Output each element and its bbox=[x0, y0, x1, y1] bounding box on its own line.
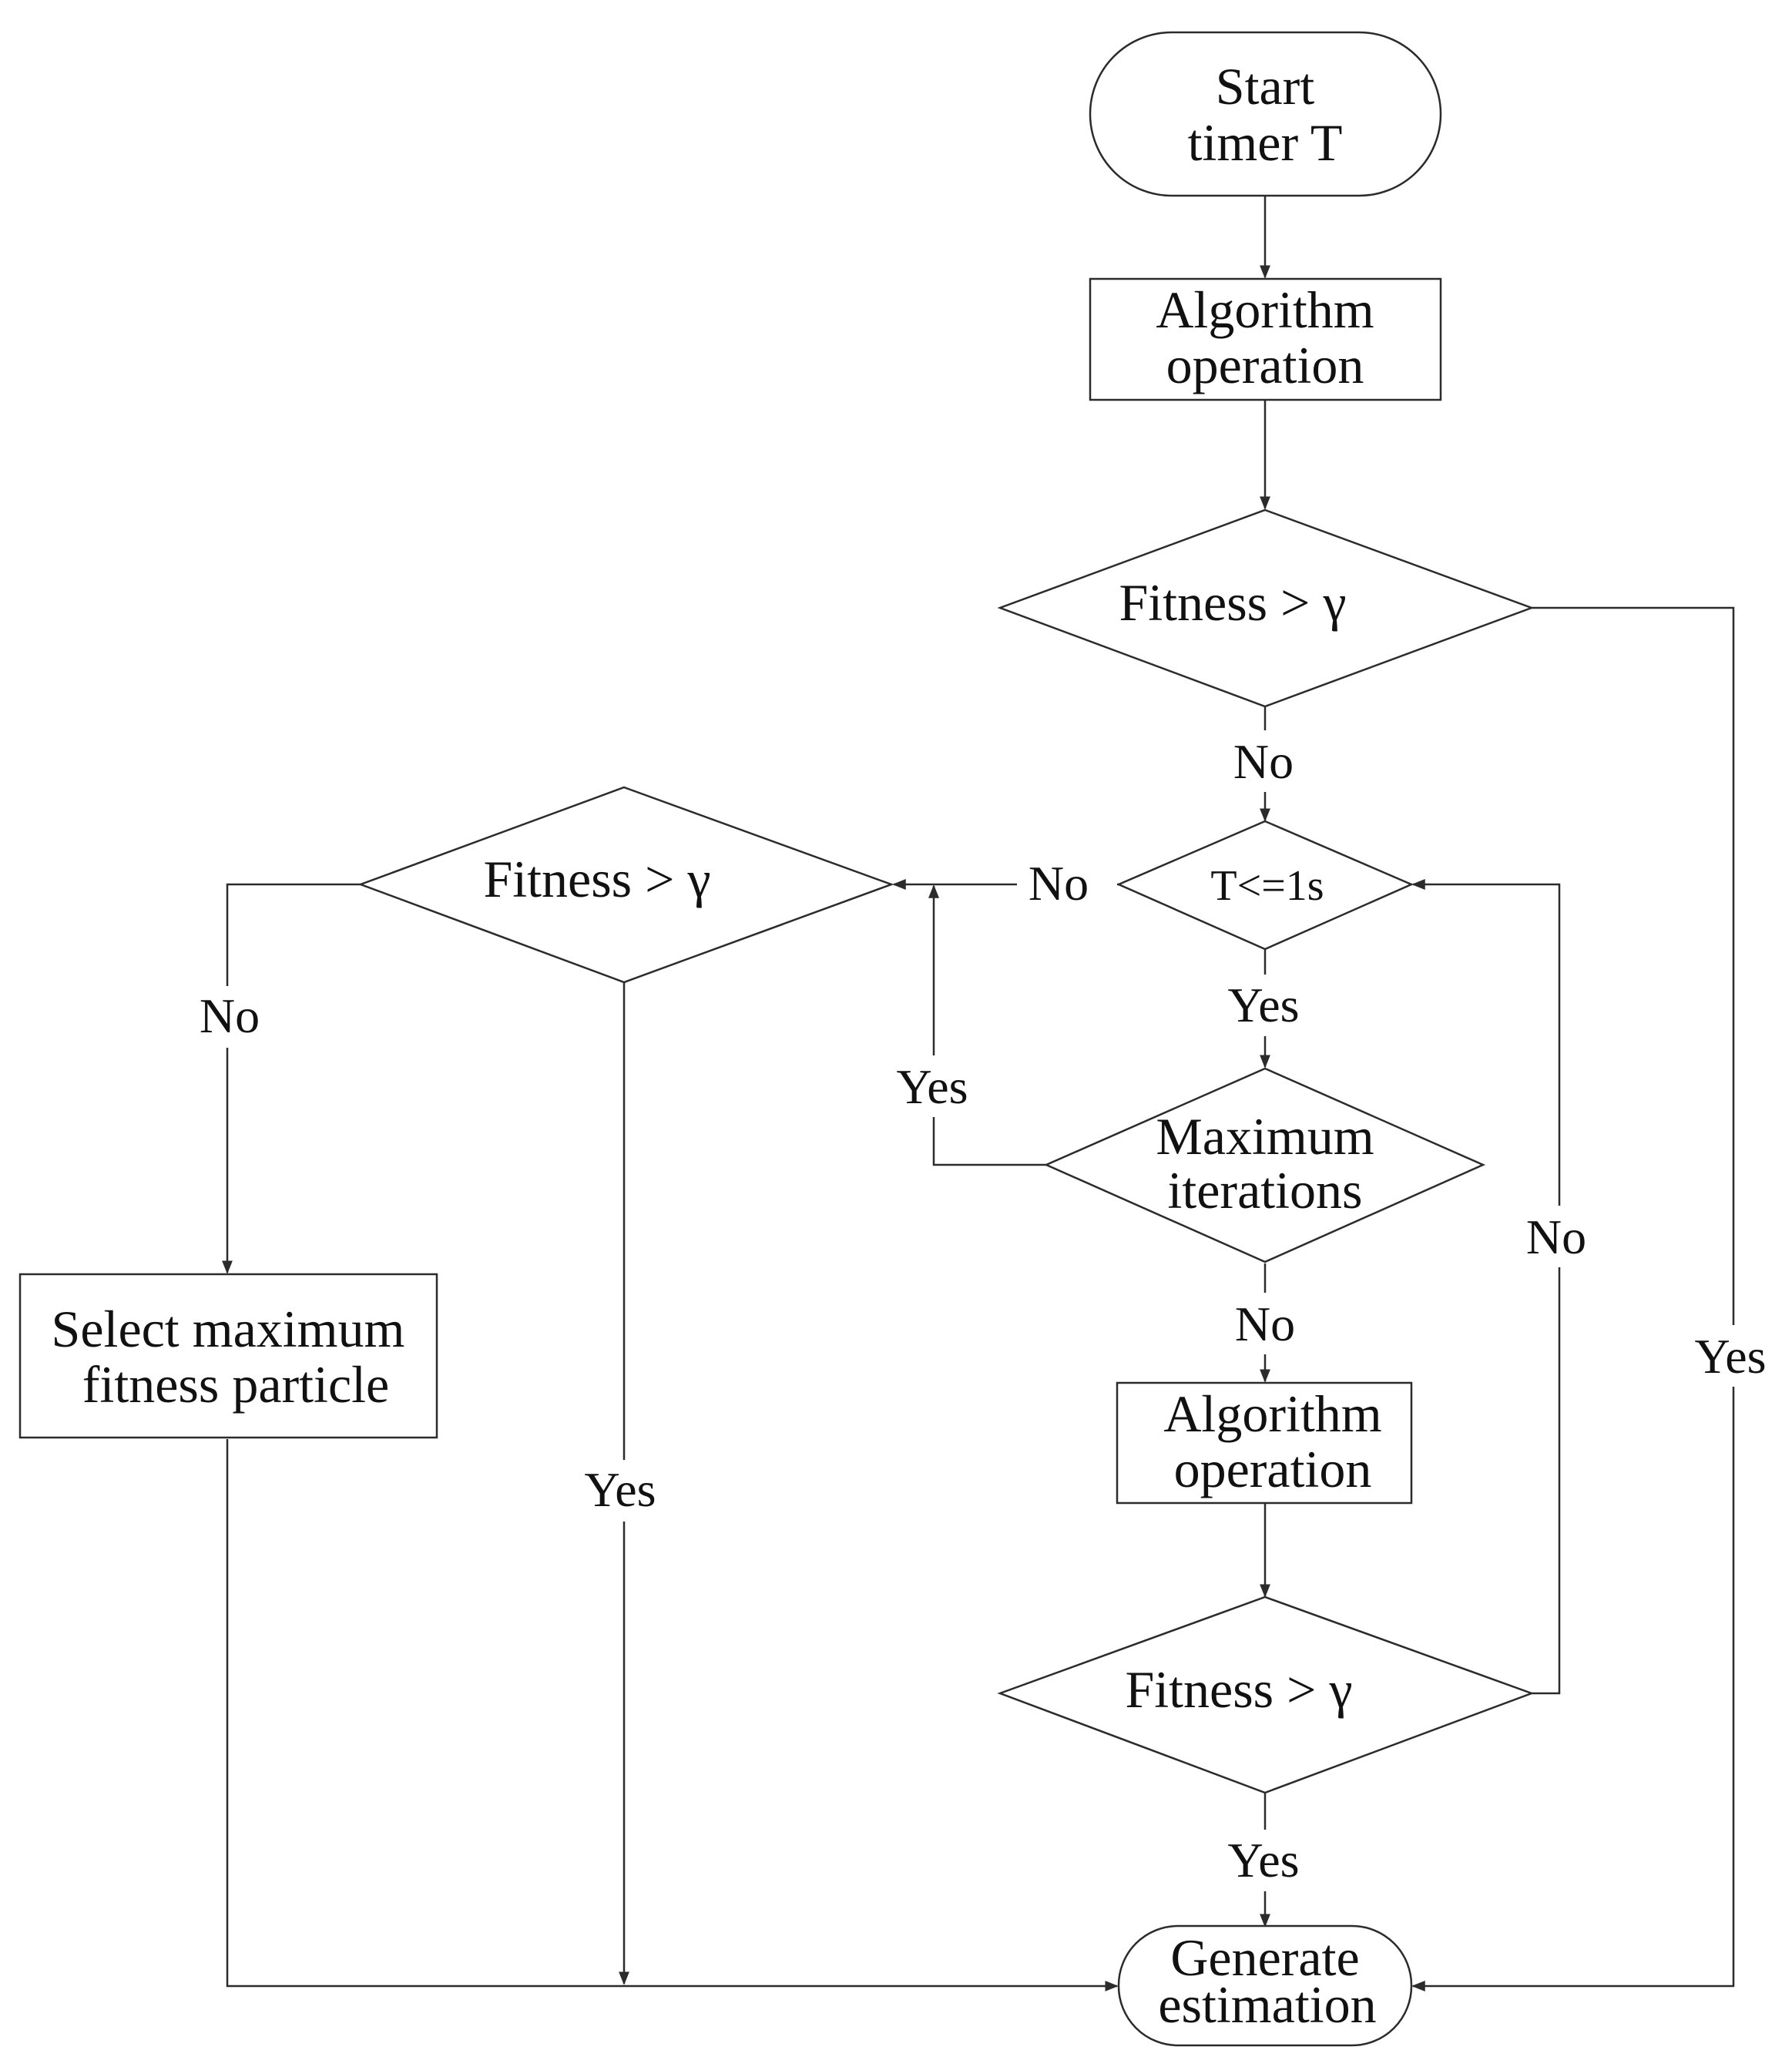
connector-fitness-bottom-no bbox=[1411, 879, 1561, 1695]
edge-label-fitness-bottom-yes: Yes bbox=[1227, 1833, 1299, 1887]
edge-label-timer-no: No bbox=[1029, 856, 1089, 911]
fitness-top-label: Fitness > γ bbox=[1119, 573, 1346, 632]
edge-labels: No Yes No Yes Yes No No Yes No Yes bbox=[181, 730, 1784, 1891]
fitness-bottom-label: Fitness > γ bbox=[1125, 1660, 1352, 1719]
node-maximum-iterations: Maximum iterations bbox=[1043, 1067, 1486, 1263]
start-timer-line2: timer T bbox=[1188, 113, 1343, 172]
node-fitness-decision-left: Fitness > γ bbox=[357, 786, 894, 984]
algorithm-top-line2: operation bbox=[1166, 336, 1364, 394]
algorithm-mid-line1: Algorithm bbox=[1163, 1384, 1381, 1443]
edge-label-timer-yes: Yes bbox=[1227, 978, 1299, 1032]
algorithm-mid-line2: operation bbox=[1174, 1440, 1372, 1498]
node-fitness-decision-bottom: Fitness > γ bbox=[997, 1595, 1535, 1794]
max-iterations-line1: Maximum bbox=[1156, 1107, 1374, 1166]
connector-fitness-top-yes bbox=[1411, 606, 1735, 1991]
connector-select-max-to-generate bbox=[226, 1439, 1119, 1991]
node-select-maximum-fitness: Select maximum fitness particle bbox=[18, 1273, 438, 1439]
node-generate-estimation: Generate estimation bbox=[1117, 1924, 1413, 2047]
edge-label-max-iterations-no: No bbox=[1235, 1297, 1295, 1351]
select-max-line1: Select maximum bbox=[52, 1300, 405, 1358]
connector-max-iterations-yes bbox=[928, 884, 1046, 1166]
node-algorithm-operation-top: Algorithm operation bbox=[1089, 277, 1442, 401]
edge-label-fitness-left-no: No bbox=[200, 988, 260, 1043]
node-algorithm-operation-mid: Algorithm operation bbox=[1116, 1381, 1413, 1505]
max-iterations-line2: iterations bbox=[1167, 1161, 1362, 1220]
edge-label-fitness-left-yes: Yes bbox=[584, 1462, 656, 1517]
node-timer-check: T<=1s bbox=[1116, 820, 1414, 951]
node-fitness-decision-top: Fitness > γ bbox=[997, 508, 1535, 708]
select-max-line2: fitness particle bbox=[82, 1355, 389, 1414]
start-timer-line1: Start bbox=[1216, 57, 1315, 116]
edge-label-max-iterations-yes: Yes bbox=[896, 1059, 968, 1114]
edge-label-fitness-bottom-no: No bbox=[1526, 1210, 1586, 1264]
edge-label-fitness-top-yes: Yes bbox=[1694, 1329, 1766, 1384]
generate-line2: estimation bbox=[1158, 1975, 1376, 2034]
generate-line1: Generate bbox=[1170, 1928, 1359, 1987]
fitness-left-label: Fitness > γ bbox=[483, 850, 710, 908]
edge-label-fitness-top-no: No bbox=[1233, 734, 1294, 789]
timer-check-label: T<=1s bbox=[1210, 862, 1324, 910]
connector-fitness-left-no bbox=[222, 883, 361, 1274]
node-start-timer: Start timer T bbox=[1089, 31, 1442, 197]
algorithm-top-line1: Algorithm bbox=[1156, 280, 1374, 339]
